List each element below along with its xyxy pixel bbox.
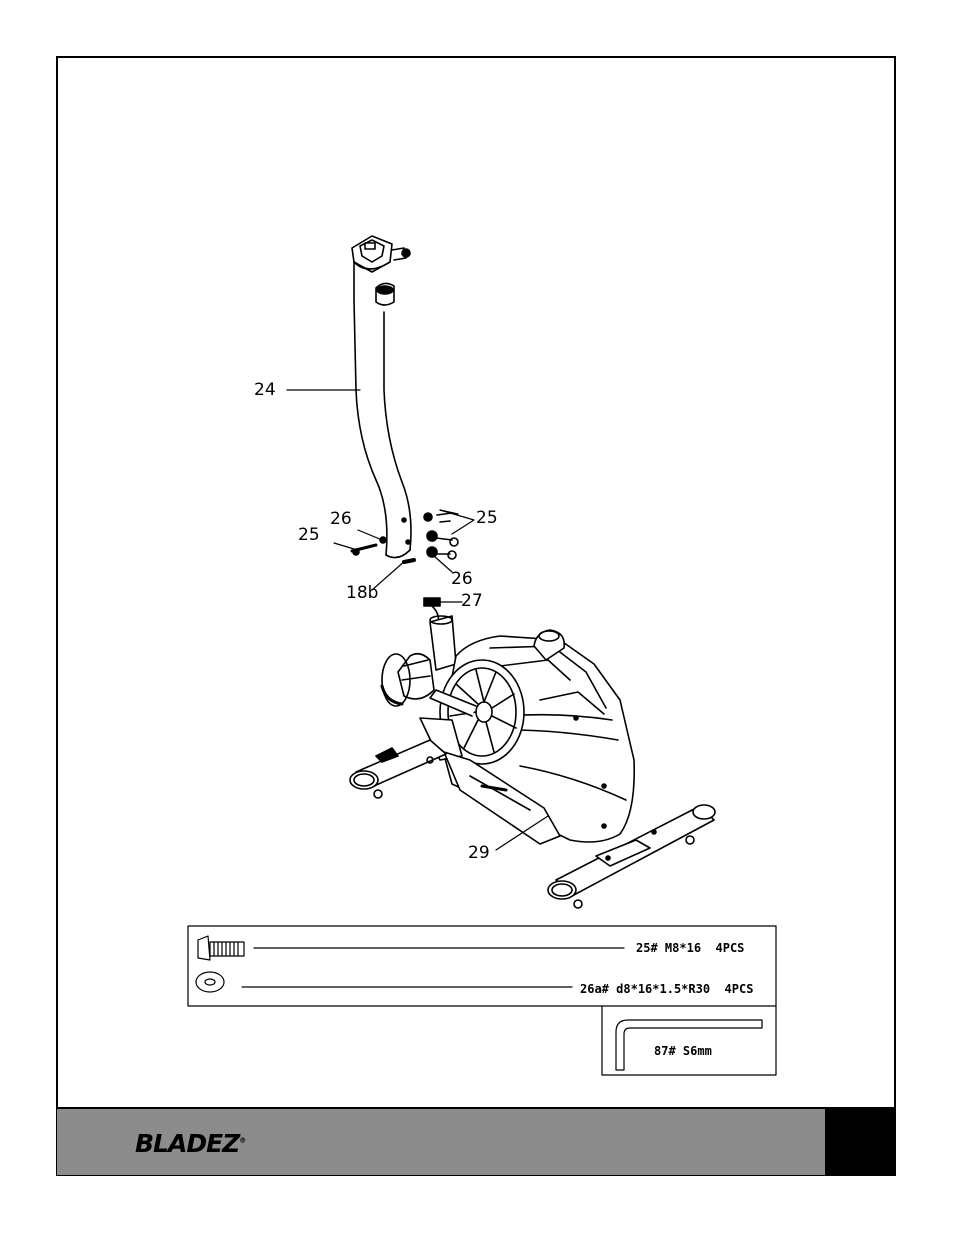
washer-part-number: 26a#: [580, 982, 609, 996]
brand-name: BLADEZ: [135, 1129, 240, 1158]
bolt-spec-row: 25# M8*16 4PCS: [636, 942, 744, 954]
washer-size: d8*16*1.5*R30: [616, 982, 711, 996]
leader-lines: [286, 389, 549, 851]
footer-page-tab: [825, 1109, 895, 1175]
callout-26-left: 26: [330, 509, 352, 529]
console-bracket: [351, 235, 411, 273]
washer-quantity: 4PCS: [724, 982, 754, 996]
callout-25-left: 25: [298, 525, 320, 545]
callout-29: 29: [468, 843, 490, 863]
callout-18b: 18b: [346, 583, 379, 603]
bolt-size: M8*16: [664, 941, 702, 955]
hardware-box: [187, 925, 777, 1076]
adjustment-knob: [375, 282, 395, 306]
callout-27: 27: [461, 591, 483, 611]
handlebar-post: [353, 261, 412, 559]
wrench-size: S6mm: [682, 1044, 712, 1058]
post-hardware: [350, 512, 459, 564]
callout-26-right: 26: [451, 569, 473, 589]
callout-24: 24: [254, 380, 276, 400]
bolt-part-number: 25#: [636, 941, 658, 955]
bolt-quantity: 4PCS: [715, 941, 745, 955]
callout-25-right: 25: [476, 508, 498, 528]
brand-registered-mark: ®: [239, 1136, 246, 1145]
brand-logo: BLADEZ®: [135, 1129, 246, 1158]
bike-frame: [349, 615, 716, 909]
page-footer: BLADEZ®: [57, 1107, 895, 1175]
wrench-part-number: 87#: [654, 1044, 676, 1058]
washer-spec-row: 26a# d8*16*1.5*R30 4PCS: [580, 983, 753, 995]
wrench-spec-row: 87# S6mm: [654, 1045, 712, 1057]
